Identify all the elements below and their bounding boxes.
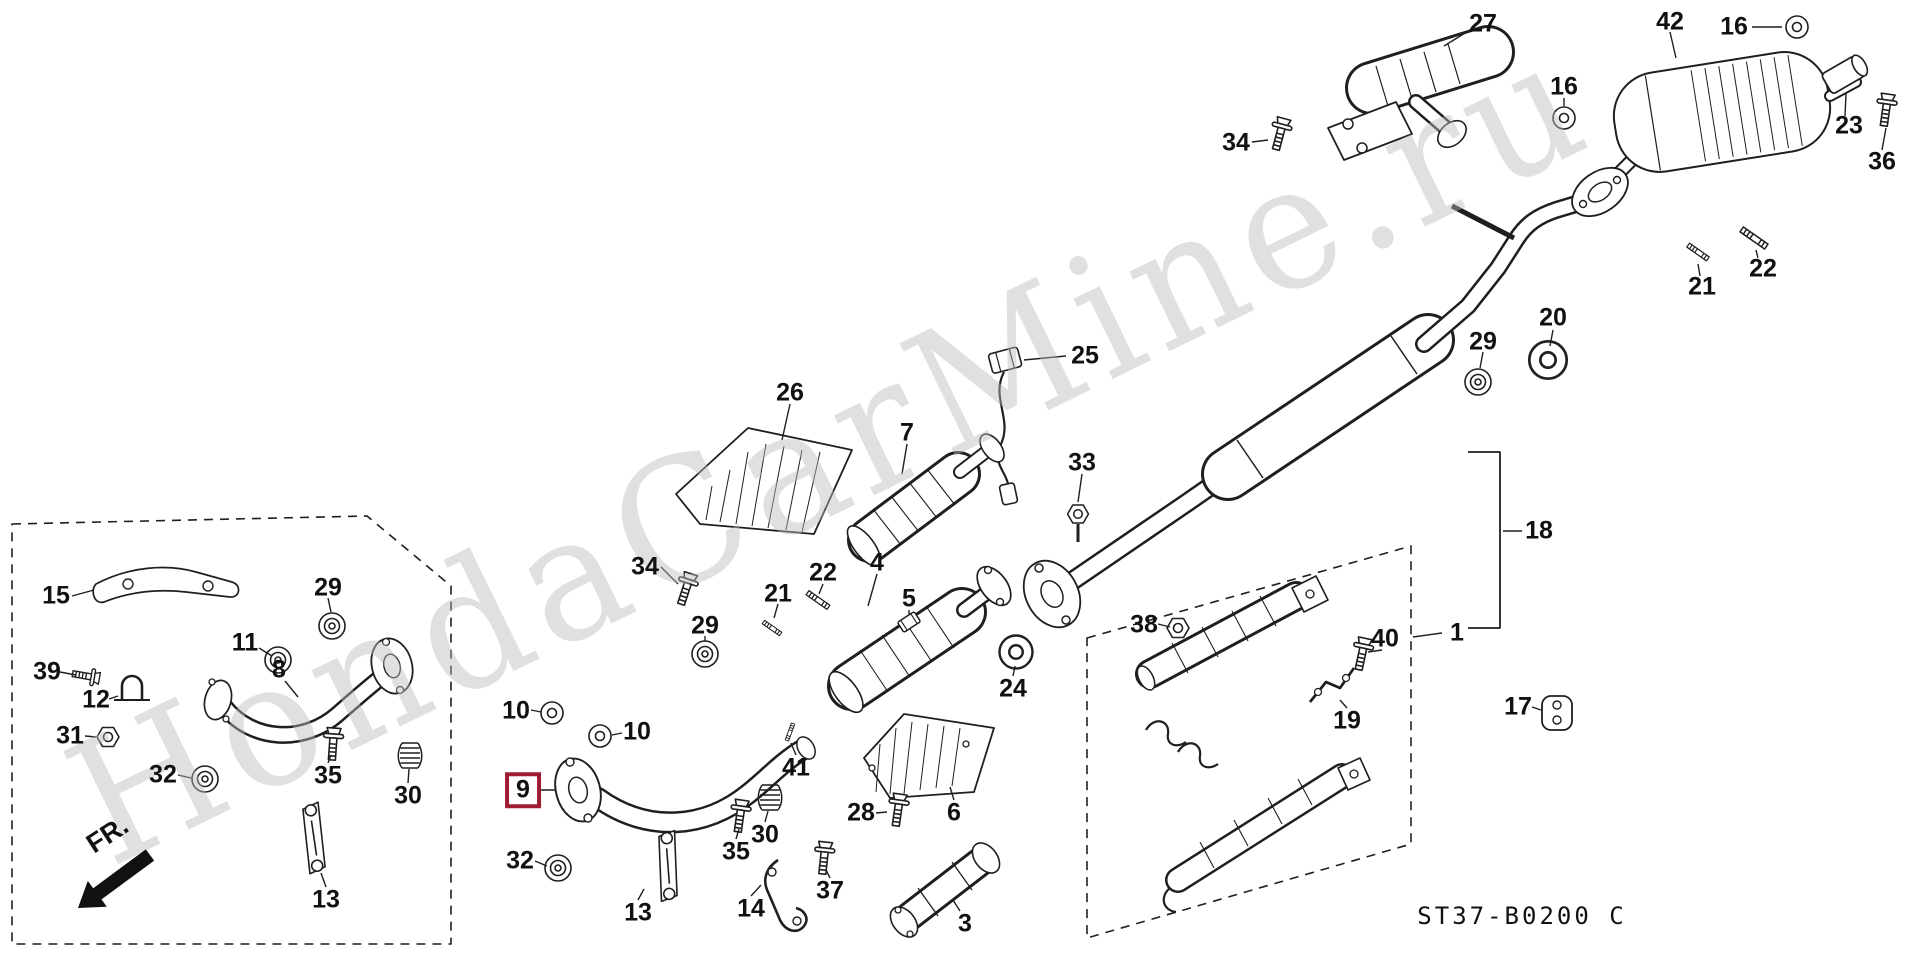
part-label-9[interactable]: 9 — [505, 772, 541, 808]
part-label-30[interactable]: 30 — [751, 820, 779, 849]
part-label-29[interactable]: 29 — [1469, 327, 1497, 356]
part-label-41[interactable]: 41 — [782, 753, 810, 782]
part-label-39[interactable]: 39 — [33, 657, 61, 686]
rubber-29-mid-icon — [691, 640, 719, 668]
part-label-5[interactable]: 5 — [902, 584, 916, 613]
part-label-31[interactable]: 31 — [56, 721, 84, 750]
washer-10-b-icon — [588, 724, 612, 748]
part-label-27[interactable]: 27 — [1469, 9, 1497, 38]
part-label-14[interactable]: 14 — [737, 894, 765, 923]
stud-22-right-icon — [1739, 226, 1769, 250]
rubber-29-right-icon — [1464, 368, 1492, 396]
part-label-10[interactable]: 10 — [623, 717, 651, 746]
tailpipe-finisher-drawing — [1821, 54, 1869, 94]
part-label-19[interactable]: 19 — [1333, 706, 1361, 735]
part-label-35[interactable]: 35 — [314, 761, 342, 790]
oxygen-sensor-drawing — [987, 346, 1080, 542]
part-label-13[interactable]: 13 — [624, 898, 652, 927]
part-label-40[interactable]: 40 — [1371, 624, 1399, 653]
part-label-23[interactable]: 23 — [1835, 111, 1863, 140]
diagram-code-text: ST37-B0200 C — [1417, 902, 1626, 930]
part-label-18[interactable]: 18 — [1525, 516, 1553, 545]
stud-21-mid-icon — [761, 619, 783, 637]
gasket-24-icon — [998, 634, 1034, 670]
part-label-32[interactable]: 32 — [149, 760, 177, 789]
part-label-17[interactable]: 17 — [1504, 692, 1532, 721]
rubber-mount-17-drawing — [1541, 695, 1573, 731]
stay-14-drawing — [764, 858, 808, 933]
exhaust-pipe-b-drawing — [554, 736, 816, 834]
part-label-8[interactable]: 8 — [272, 655, 286, 684]
washer-10-a-icon — [540, 701, 564, 725]
part-label-21[interactable]: 21 — [764, 579, 792, 608]
mount-bracket-15-drawing — [92, 566, 240, 604]
leader-lines — [59, 26, 1887, 912]
part-label-34[interactable]: 34 — [631, 552, 659, 581]
part-label-22[interactable]: 22 — [1749, 254, 1777, 283]
watermark-text: HondaCarMine.ru — [40, 0, 1620, 905]
part-label-16[interactable]: 16 — [1720, 12, 1748, 41]
clamp-12-drawing — [114, 674, 150, 701]
part-label-20[interactable]: 20 — [1539, 303, 1567, 332]
part-label-21[interactable]: 21 — [1688, 272, 1716, 301]
part-label-1[interactable]: 1 — [1450, 618, 1464, 647]
heat-shield-upper-drawing — [675, 427, 853, 535]
part-label-24[interactable]: 24 — [999, 674, 1027, 703]
nut-38-icon — [1166, 617, 1190, 639]
gasket-16-top-icon — [1785, 15, 1809, 39]
part-label-12[interactable]: 12 — [82, 685, 110, 714]
stud-41-icon — [784, 722, 796, 742]
heat-shield-lower-drawing — [863, 713, 995, 799]
part-label-4[interactable]: 4 — [870, 548, 884, 577]
part-label-25[interactable]: 25 — [1071, 341, 1099, 370]
catalytic-converter-upper-drawing — [846, 433, 1005, 567]
part-label-3[interactable]: 3 — [958, 909, 972, 938]
part-label-34[interactable]: 34 — [1222, 128, 1250, 157]
bracket-18-line — [1468, 451, 1501, 629]
part-label-32[interactable]: 32 — [506, 846, 534, 875]
part-label-10[interactable]: 10 — [502, 696, 530, 725]
part-label-28[interactable]: 28 — [847, 798, 875, 827]
pipe-hanger-13-mid-drawing — [645, 826, 691, 906]
part-label-6[interactable]: 6 — [947, 798, 961, 827]
part-label-29[interactable]: 29 — [314, 573, 342, 602]
part-label-35[interactable]: 35 — [722, 837, 750, 866]
part-label-30[interactable]: 30 — [394, 781, 422, 810]
nut-33-icon — [1066, 504, 1090, 524]
part-label-13[interactable]: 13 — [312, 885, 340, 914]
part-label-26[interactable]: 26 — [776, 378, 804, 407]
part-label-11[interactable]: 11 — [231, 628, 259, 657]
right-subassembly-dashed-box — [1086, 545, 1412, 939]
pipe-3-drawing — [889, 842, 1001, 938]
part-label-36[interactable]: 36 — [1868, 147, 1896, 176]
part-label-22[interactable]: 22 — [809, 558, 837, 587]
part-label-7[interactable]: 7 — [900, 418, 914, 447]
bolt-39-icon — [70, 664, 102, 688]
part-label-37[interactable]: 37 — [816, 876, 844, 905]
part-label-42[interactable]: 42 — [1656, 7, 1684, 36]
part-label-16[interactable]: 16 — [1550, 72, 1578, 101]
part-label-29[interactable]: 29 — [691, 611, 719, 640]
front-pipe-a-drawing — [203, 637, 414, 744]
bolt-36-icon — [1873, 91, 1899, 129]
stay-19-drawing — [1308, 667, 1356, 703]
left-subassembly-dashed-box — [11, 515, 452, 945]
right-box-stay-upper-drawing — [1135, 575, 1329, 769]
catalytic-converter-lower-drawing — [827, 565, 1012, 714]
exhaust-manifold-converter-drawing — [1327, 25, 1515, 161]
ring-20-icon — [1527, 339, 1569, 381]
part-label-33[interactable]: 33 — [1068, 448, 1096, 477]
bolt-37-icon — [811, 840, 837, 876]
part-label-38[interactable]: 38 — [1130, 610, 1158, 639]
right-box-stay-lower-drawing — [1162, 757, 1371, 914]
stud-21-right-icon — [1686, 242, 1710, 262]
part-label-15[interactable]: 15 — [42, 581, 70, 610]
stud-22-mid-icon — [805, 589, 831, 611]
middle-pipe-resonator-drawing — [1022, 189, 1605, 629]
rear-muffler-drawing — [1571, 51, 1862, 218]
rubber-32-mid-icon — [544, 854, 572, 882]
